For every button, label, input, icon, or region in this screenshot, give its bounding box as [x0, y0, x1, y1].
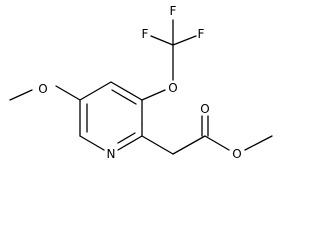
atom-o-carbonyl: O: [200, 102, 209, 116]
bond-ring-c4-c5-inner: [111, 89, 137, 105]
molecule-drawing: F F F O O N O O: [9, 4, 273, 161]
bond-cf3-f-right: [172, 35, 197, 46]
bond-ring-n-c2-inner: [117, 132, 136, 144]
bond-ring-c4-c5: [110, 81, 143, 101]
atom-f-left: F: [142, 27, 149, 41]
bond-cf3-f-left: [150, 35, 174, 46]
bond-c-o-ester: [204, 135, 230, 151]
bond-c6-o-methoxy: [55, 85, 81, 101]
bond-o-methyl: [9, 89, 33, 101]
bond-ch2-c-carbonyl: [172, 135, 206, 155]
structure-diagram: F F F O O N O O: [9, 4, 273, 161]
bond-ring-c7-n: [79, 135, 105, 151]
bond-ring-c5-c6: [79, 81, 112, 101]
bond-c4-o: [141, 89, 166, 101]
bond-c2-ch2: [141, 135, 174, 155]
atom-o-ester: O: [232, 147, 241, 161]
atom-o-trifluoromethoxy: O: [168, 81, 177, 95]
bond-ring-n-c2: [117, 135, 143, 151]
bond-o-methyl-ester: [244, 135, 273, 151]
atom-f-right: F: [198, 27, 205, 41]
atom-o-methoxy: O: [38, 82, 47, 96]
atom-f-top: F: [170, 4, 177, 18]
atom-n-pyridine: N: [107, 147, 116, 161]
